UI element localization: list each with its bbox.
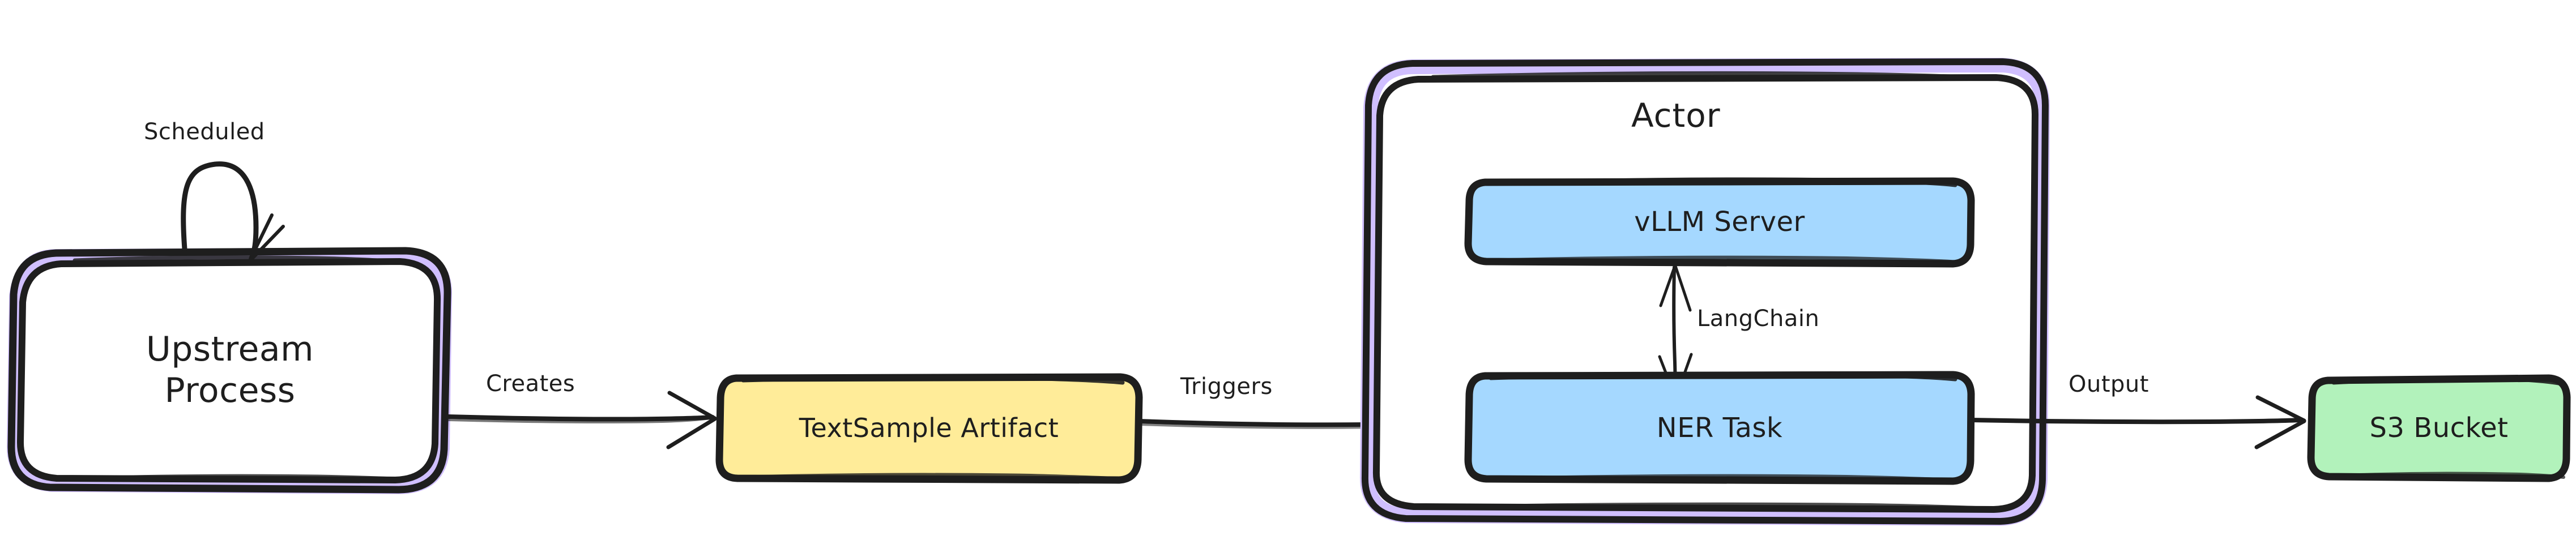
node-s3-bucket-shape[interactable] — [2307, 374, 2571, 482]
edge-output-arrow[interactable] — [1969, 395, 2306, 449]
node-ner-task-shape[interactable] — [1464, 371, 1975, 485]
edge-creates-arrow[interactable] — [445, 391, 717, 449]
edge-label-output: Output — [2069, 371, 2149, 397]
node-textsample-artifact-shape[interactable] — [715, 373, 1143, 484]
edge-label-creates: Creates — [486, 371, 575, 397]
node-upstream-process-shape[interactable] — [6, 247, 453, 494]
node-vllm-server-shape[interactable] — [1382, 177, 1975, 268]
edge-scheduled-arrow[interactable] — [181, 161, 285, 261]
edge-label-triggers: Triggers — [1180, 374, 1273, 400]
edge-label-scheduled: Scheduled — [144, 119, 265, 145]
edge-label-langchain: LangChain — [1697, 306, 1820, 332]
group-title-actor: Actor — [1631, 96, 1721, 135]
